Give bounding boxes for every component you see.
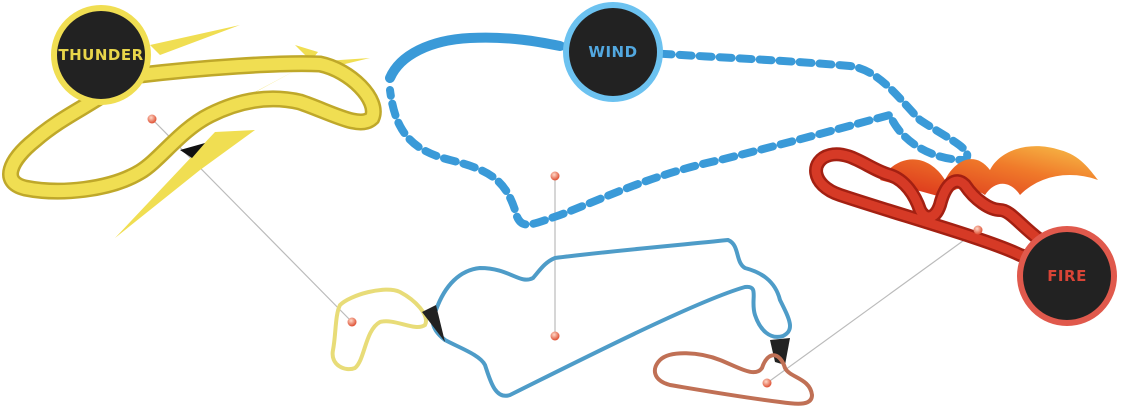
fire-label: FIRE — [1047, 267, 1087, 285]
yellow-track — [330, 287, 428, 371]
pin-brown-track[interactable] — [762, 378, 772, 388]
thunder-track — [2, 25, 382, 238]
blue-track — [430, 237, 792, 398]
fire-track — [809, 146, 1098, 265]
brown-track — [652, 351, 815, 406]
map-pins — [147, 114, 983, 388]
junction-right — [770, 338, 790, 365]
pin-fire[interactable] — [973, 225, 983, 235]
pin-wind[interactable] — [550, 171, 560, 181]
wind-badge[interactable]: WIND — [563, 2, 663, 102]
thunder-label: THUNDER — [58, 46, 144, 64]
wind-track — [385, 32, 972, 229]
pin-blue-track[interactable] — [550, 331, 560, 341]
wind-label: WIND — [588, 43, 638, 61]
pin-thunder[interactable] — [147, 114, 157, 124]
pin-yellow-track[interactable] — [347, 317, 357, 327]
junction-left — [422, 305, 445, 342]
fire-badge[interactable]: FIRE — [1017, 226, 1117, 326]
thunder-badge[interactable]: THUNDER — [51, 5, 151, 105]
